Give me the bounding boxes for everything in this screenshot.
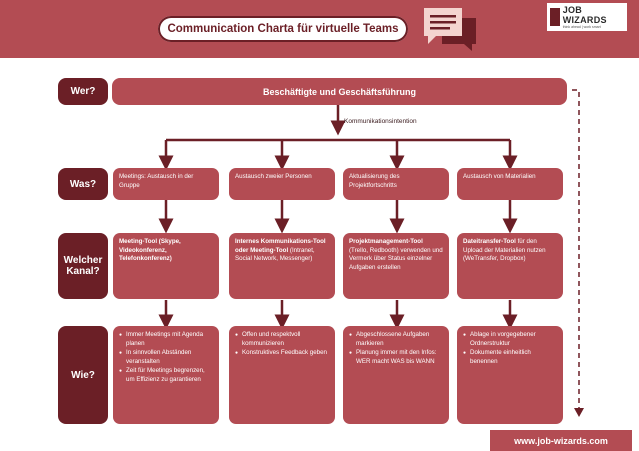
wie-box-meetings: Immer Meetings mit Agenda planen In sinn… bbox=[113, 326, 219, 424]
kanal-box-dateitransfer: Dateitransfer-Tool für den Upload der Ma… bbox=[457, 233, 563, 299]
list-item: In sinnvollen Abständen veranstalten bbox=[119, 349, 213, 366]
kanal-text-bold: Dateitransfer-Tool bbox=[463, 238, 516, 245]
list-item: Konstruktives Feedback geben bbox=[235, 349, 329, 358]
was-box-zwei-personen: Austausch zweier Personen bbox=[229, 168, 335, 200]
chat-bubbles-icon bbox=[424, 8, 476, 51]
wie-box-zwei-personen: Offen und respektvoll kommunizieren Kons… bbox=[229, 326, 335, 424]
wie-box-projektfortschritt: Abgeschlossene Aufgaben markieren Planun… bbox=[343, 326, 449, 424]
kanal-text-bold: Projektmanagement-Tool bbox=[349, 238, 423, 245]
was-box-materialien: Austausch von Materialien bbox=[457, 168, 563, 200]
company-logo: JOB WIZARDS think ahead | work smart bbox=[547, 3, 627, 31]
kanal-text-rest: (Trello, Redbooth) verwenden und Vermerk… bbox=[349, 246, 443, 271]
was-box-meetings: Meetings: Austausch in der Gruppe bbox=[113, 168, 219, 200]
kanal-text-bold: Internes Kommunikations-Tool oder Meetin… bbox=[235, 238, 326, 254]
list-item: Dokumente einheitlich benennen bbox=[463, 349, 557, 366]
kanal-text-rest: (Intranet, Social Network, Messenger) bbox=[235, 246, 315, 263]
list-item: Offen und respektvoll kommunizieren bbox=[235, 331, 329, 348]
was-box-projektfortschritt: Aktualisierung des Projektfortschritts bbox=[343, 168, 449, 200]
intention-label: Kommunikationsintention bbox=[344, 118, 417, 125]
footer-url-link[interactable]: www.job-wizards.com bbox=[490, 430, 632, 451]
kanal-box-kommunikations-tool: Internes Kommunikations-Tool oder Meetin… bbox=[229, 233, 335, 299]
row-label-wie: Wie? bbox=[58, 326, 108, 424]
logo-name: JOB WIZARDS bbox=[562, 4, 607, 25]
row-label-kanal: Welcher Kanal? bbox=[58, 233, 108, 299]
list-item: Immer Meetings mit Agenda planen bbox=[119, 331, 213, 348]
kanal-text-rest: für den Upload der Materialien nutzen (W… bbox=[463, 238, 546, 263]
list-item: Ablage in vorgegebener Ordnerstruktur bbox=[463, 331, 557, 348]
row-label-was: Was? bbox=[58, 168, 108, 200]
list-item: Abgeschlossene Aufgaben markieren bbox=[349, 331, 443, 348]
header-bar: Communication Charta für virtuelle Teams… bbox=[0, 0, 639, 58]
logo-tagline: think ahead | work smart bbox=[562, 24, 601, 29]
row-label-wer: Wer? bbox=[58, 78, 108, 105]
kanal-text: Meeting-Tool (Skype, Videokonferenz, Tel… bbox=[119, 238, 181, 263]
who-banner: Beschäftigte und Geschäftsführung bbox=[112, 78, 567, 105]
page-title: Communication Charta für virtuelle Teams bbox=[158, 16, 408, 42]
kanal-box-meeting-tool: Meeting-Tool (Skype, Videokonferenz, Tel… bbox=[113, 233, 219, 299]
list-item: Zeit für Meetings begrenzen, um Effizien… bbox=[119, 367, 213, 384]
wie-box-materialien: Ablage in vorgegebener Ordnerstruktur Do… bbox=[457, 326, 563, 424]
logo-mark-icon bbox=[550, 8, 560, 26]
kanal-box-projektmanagement: Projektmanagement-Tool (Trello, Redbooth… bbox=[343, 233, 449, 299]
list-item: Planung immer mit den Infos: WER macht W… bbox=[349, 349, 443, 366]
